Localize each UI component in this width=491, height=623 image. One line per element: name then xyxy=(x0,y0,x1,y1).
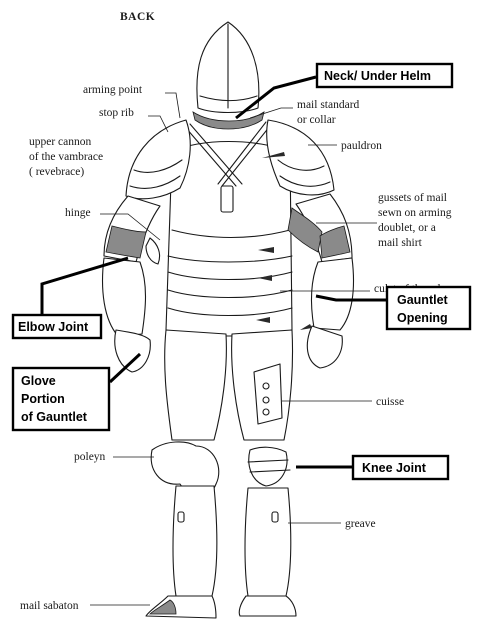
label-gussets-4: mail shirt xyxy=(378,237,423,249)
label-stop-rib: stop rib xyxy=(99,107,134,119)
armor-figure xyxy=(103,22,354,618)
callout-neck: Neck/ Under Helm xyxy=(324,69,431,83)
label-poleyn: poleyn xyxy=(74,451,106,463)
callout-gauntlet-1: Gauntlet xyxy=(397,293,449,307)
callout-elbow: Elbow Joint xyxy=(18,320,89,334)
leg-right xyxy=(232,330,296,616)
label-arming-point: arming point xyxy=(83,84,143,96)
callout-gauntlet-2: Opening xyxy=(397,311,448,325)
helmet xyxy=(197,22,259,113)
label-hinge: hinge xyxy=(65,207,91,219)
label-gussets-1: gussets of mail xyxy=(378,192,447,204)
label-mail-sabaton: mail sabaton xyxy=(20,600,79,612)
callout-glove-3: of Gauntlet xyxy=(21,410,88,424)
label-upper-cannon-2: of the vambrace xyxy=(29,151,103,163)
callout-glove-2: Portion xyxy=(21,392,65,406)
label-gussets-2: sewn on arming xyxy=(378,207,452,219)
label-cuisse: cuisse xyxy=(376,396,404,408)
callout-knee: Knee Joint xyxy=(362,461,427,475)
arm-left xyxy=(103,196,160,372)
mail-collar xyxy=(193,112,264,129)
view-title: BACK xyxy=(120,11,155,23)
label-mail-standard-2: or collar xyxy=(297,114,336,126)
pauldron-left xyxy=(126,120,190,199)
leg-left xyxy=(146,330,226,618)
label-upper-cannon-3: ( revebrace) xyxy=(29,166,84,178)
label-mail-standard-1: mail standard xyxy=(297,99,360,111)
label-pauldron: pauldron xyxy=(341,140,382,152)
callout-glove-1: Glove xyxy=(21,374,56,388)
label-greave: greave xyxy=(345,518,376,530)
arm-right xyxy=(288,194,354,368)
label-gussets-3: doublet, or a xyxy=(378,222,436,234)
label-upper-cannon-1: upper cannon xyxy=(29,136,92,148)
